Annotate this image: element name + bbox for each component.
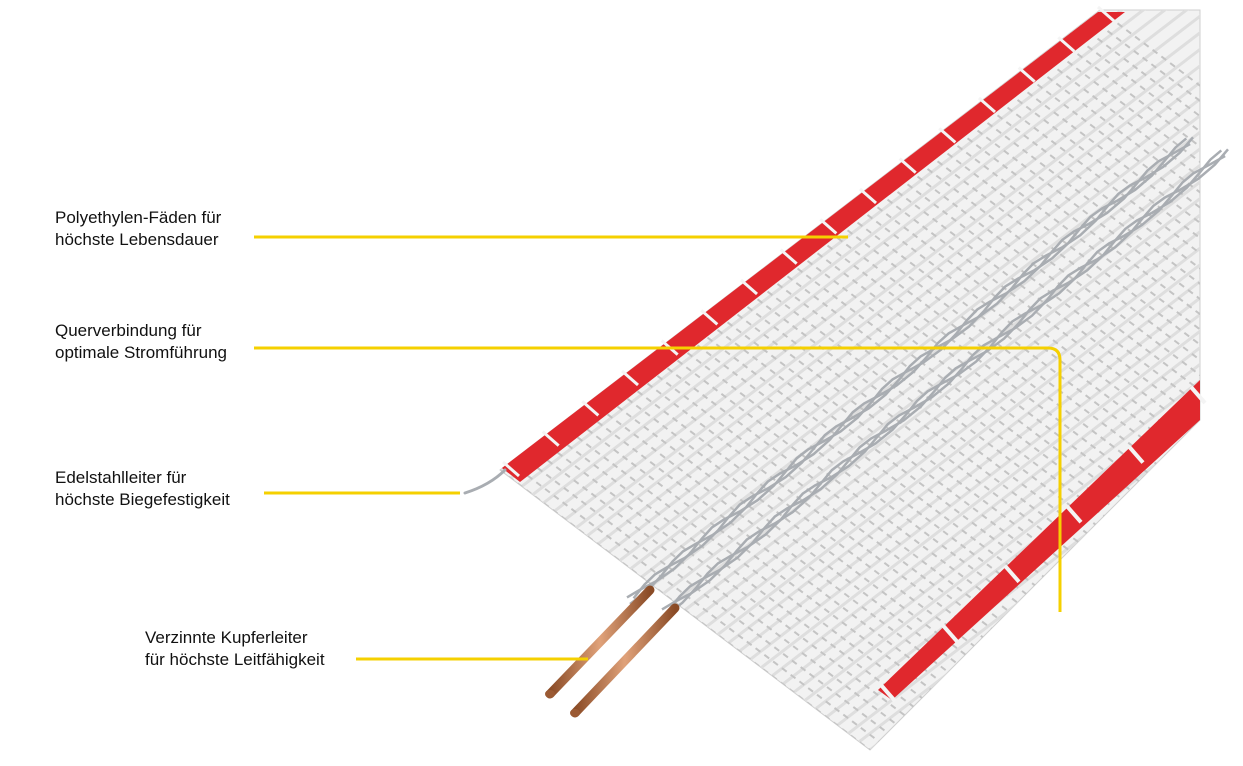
callout-kupfer-line1: Verzinnte Kupferleiter: [145, 628, 308, 647]
callout-edelstahl-line2: höchste Biegefestigkeit: [55, 490, 230, 509]
callout-kupfer: Verzinnte Kupferleiter für höchste Leitf…: [145, 627, 325, 671]
stainless-wire-end: [463, 468, 507, 495]
leader-querverbindung: [254, 346, 1062, 612]
callout-querverbindung-line2: optimale Stromführung: [55, 343, 227, 362]
right-red-edge: [878, 380, 1200, 700]
callout-polyethylen-line1: Polyethylen-Fäden für: [55, 208, 222, 227]
leader-lines: [254, 235, 1062, 661]
left-red-edge: [502, 12, 1125, 482]
callout-querverbindung-line1: Querverbindung für: [55, 321, 202, 340]
edge-binding-threads: [502, 5, 1207, 703]
callout-polyethylen: Polyethylen-Fäden für höchste Lebensdaue…: [55, 207, 221, 251]
callout-kupfer-line2: für höchste Leitfähigkeit: [145, 650, 325, 669]
weave-pattern: [500, 10, 1200, 750]
callout-edelstahl: Edelstahlleiter für höchste Biegefestigk…: [55, 467, 230, 511]
copper-conductors: [545, 585, 680, 718]
callout-edelstahl-line1: Edelstahlleiter für: [55, 468, 187, 487]
stainless-steel-conductors: [626, 136, 1229, 617]
callout-querverbindung: Querverbindung für optimale Stromführung: [55, 320, 227, 364]
callout-polyethylen-line2: höchste Lebensdauer: [55, 230, 219, 249]
